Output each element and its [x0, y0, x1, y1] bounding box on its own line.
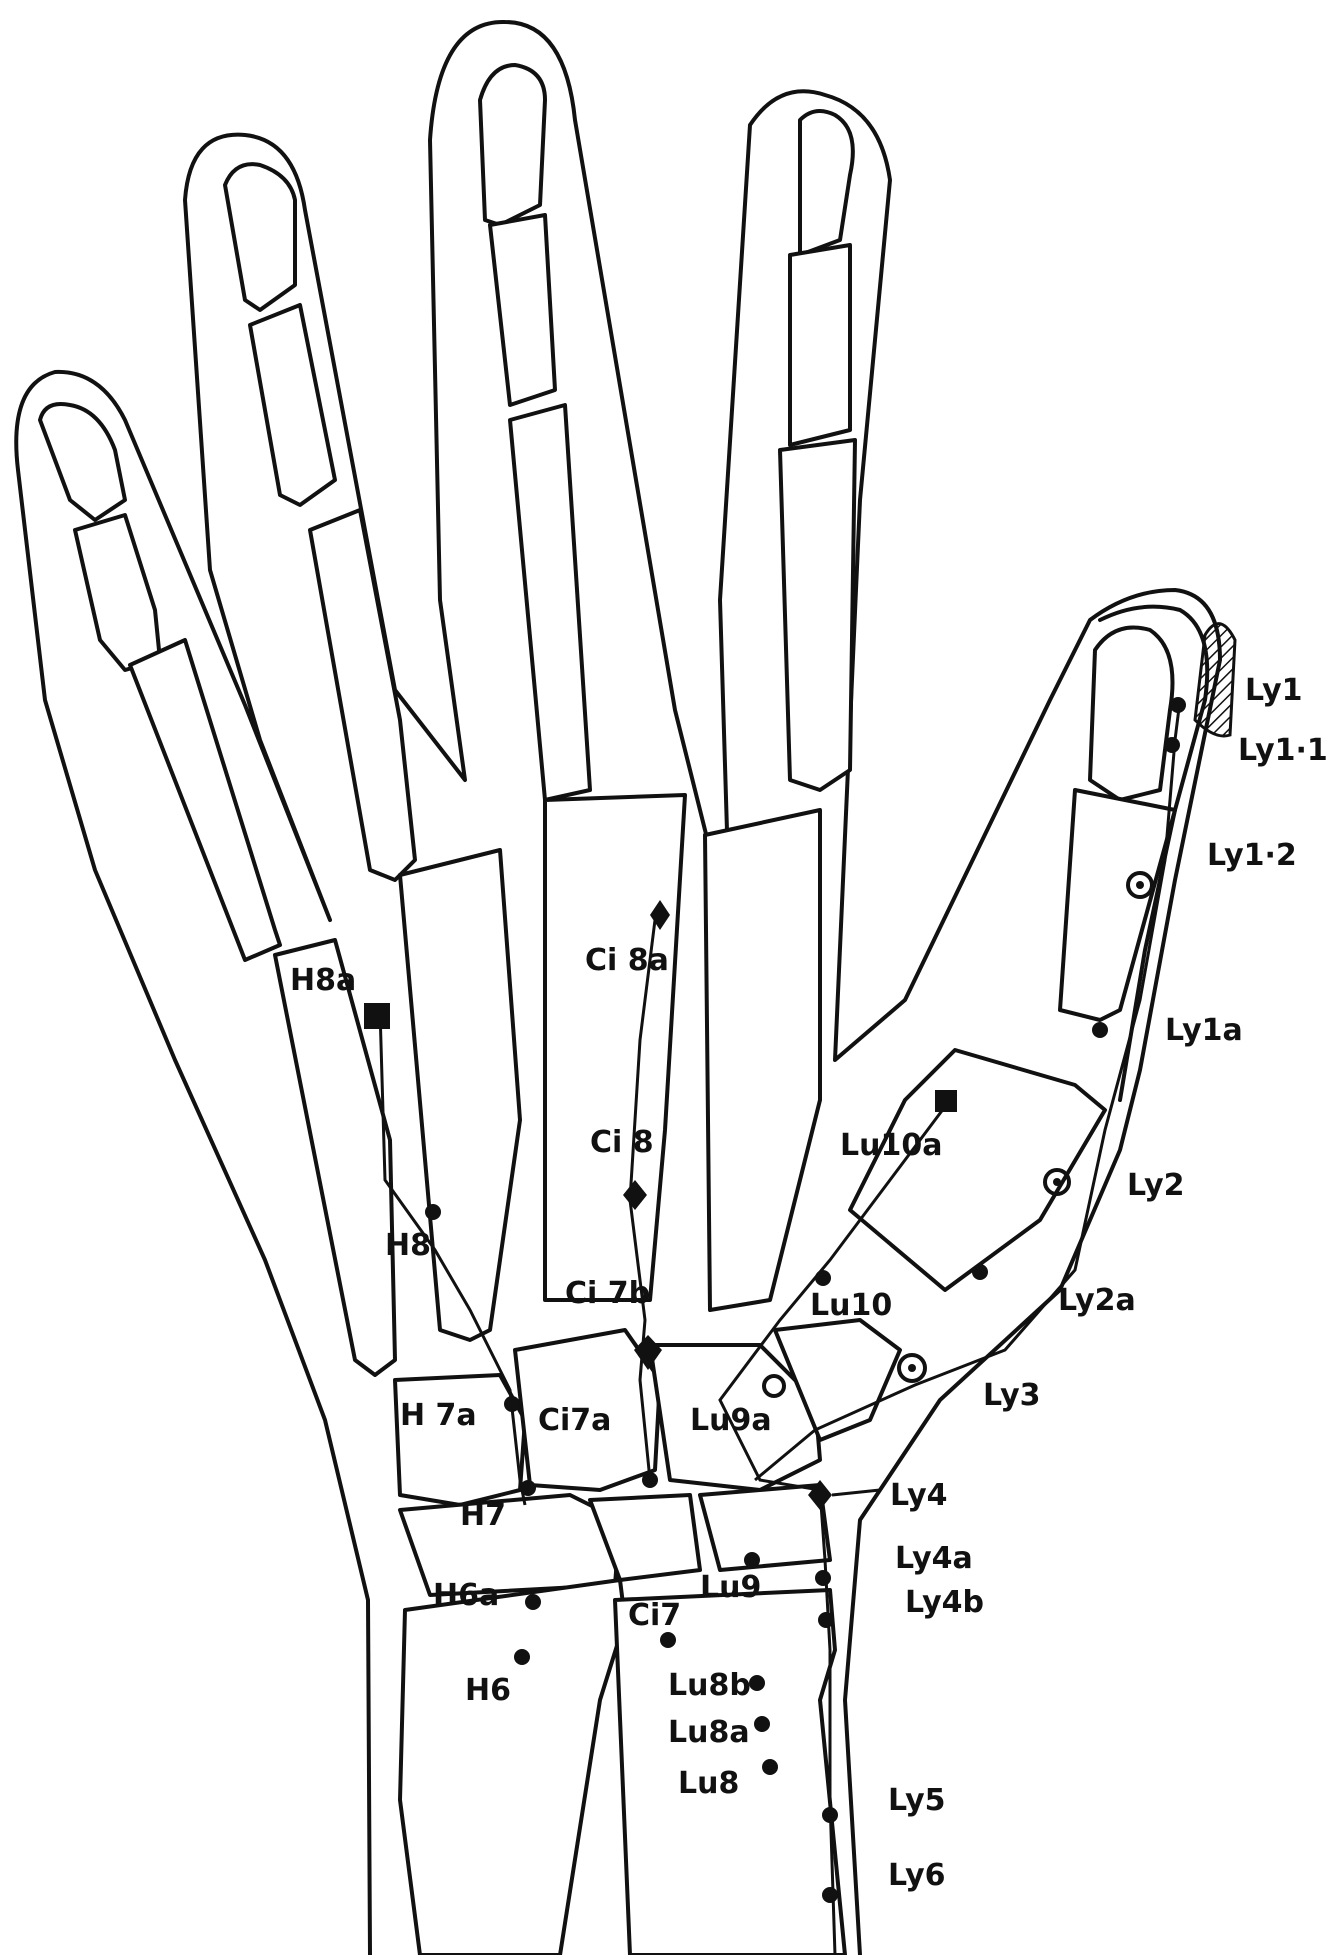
label-ci8a: Ci 8a [585, 943, 669, 978]
label-ly1-1: Ly1·1 [1238, 733, 1328, 768]
metacarpal-bones [275, 795, 1105, 1375]
lu8-marker [762, 1759, 778, 1775]
ly1-marker [1170, 697, 1186, 713]
h7-marker [520, 1480, 536, 1496]
middle-finger-bones [480, 65, 590, 800]
label-ly4b: Ly4b [905, 1585, 984, 1620]
label-ci7b: Ci 7b [565, 1276, 650, 1311]
label-lu8: Lu8 [678, 1766, 739, 1801]
lu8a-marker [754, 1716, 770, 1732]
label-ly2: Ly2 [1127, 1168, 1185, 1203]
label-lu8b: Lu8b [668, 1668, 751, 1703]
lu10-marker [815, 1270, 831, 1286]
ly5-marker [822, 1807, 838, 1823]
label-ly4: Ly4 [890, 1478, 948, 1513]
index-finger-bones [780, 111, 855, 790]
ly6-marker [822, 1887, 838, 1903]
label-h8: H8 [385, 1228, 431, 1263]
label-lu10a: Lu10a [840, 1128, 942, 1163]
label-ci7: Ci7 [628, 1598, 681, 1633]
label-ly3: Ly3 [983, 1378, 1041, 1413]
label-ly6: Ly6 [888, 1858, 946, 1893]
h8a-marker [364, 1003, 390, 1029]
label-ly1a: Ly1a [1165, 1013, 1243, 1048]
label-lu9a: Lu9a [690, 1403, 772, 1438]
lu8b-marker [749, 1675, 765, 1691]
lu9-marker [744, 1552, 760, 1568]
ly2a-marker [972, 1264, 988, 1280]
label-ly5: Ly5 [888, 1783, 946, 1818]
ly4b-marker [818, 1612, 834, 1628]
label-h6a: H6a [433, 1578, 499, 1613]
label-ly2a: Ly2a [1058, 1283, 1136, 1318]
h6-marker [514, 1649, 530, 1665]
label-h8a: H8a [290, 963, 356, 998]
h8-marker [425, 1204, 441, 1220]
label-h7a: H 7a [400, 1398, 477, 1433]
label-ci8: Ci 8 [590, 1125, 654, 1160]
ly1-nail-marker [1195, 624, 1235, 736]
label-h7: H7 [460, 1498, 506, 1533]
ci7-marker [660, 1632, 676, 1648]
ly4a-marker [815, 1570, 831, 1586]
ci7a-marker [642, 1472, 658, 1488]
ly1-1-marker [1164, 737, 1180, 753]
label-h6: H6 [465, 1673, 511, 1708]
ly1a-marker [1092, 1022, 1108, 1038]
h6a-marker [525, 1594, 541, 1610]
label-ly4a: Ly4a [895, 1541, 973, 1576]
lu10a-marker [935, 1090, 957, 1112]
label-lu10: Lu10 [810, 1288, 892, 1323]
label-ci7a: Ci7a [538, 1403, 611, 1438]
forearm-bones [400, 1580, 845, 1955]
label-lu8a: Lu8a [668, 1715, 750, 1750]
thumb-bones [1060, 628, 1175, 1021]
label-lu9: Lu9 [700, 1570, 761, 1605]
ring-finger-bones [225, 164, 415, 880]
label-ly1: Ly1 [1245, 673, 1303, 708]
h7a-marker [504, 1396, 520, 1412]
label-ly1-2: Ly1·2 [1207, 838, 1297, 873]
